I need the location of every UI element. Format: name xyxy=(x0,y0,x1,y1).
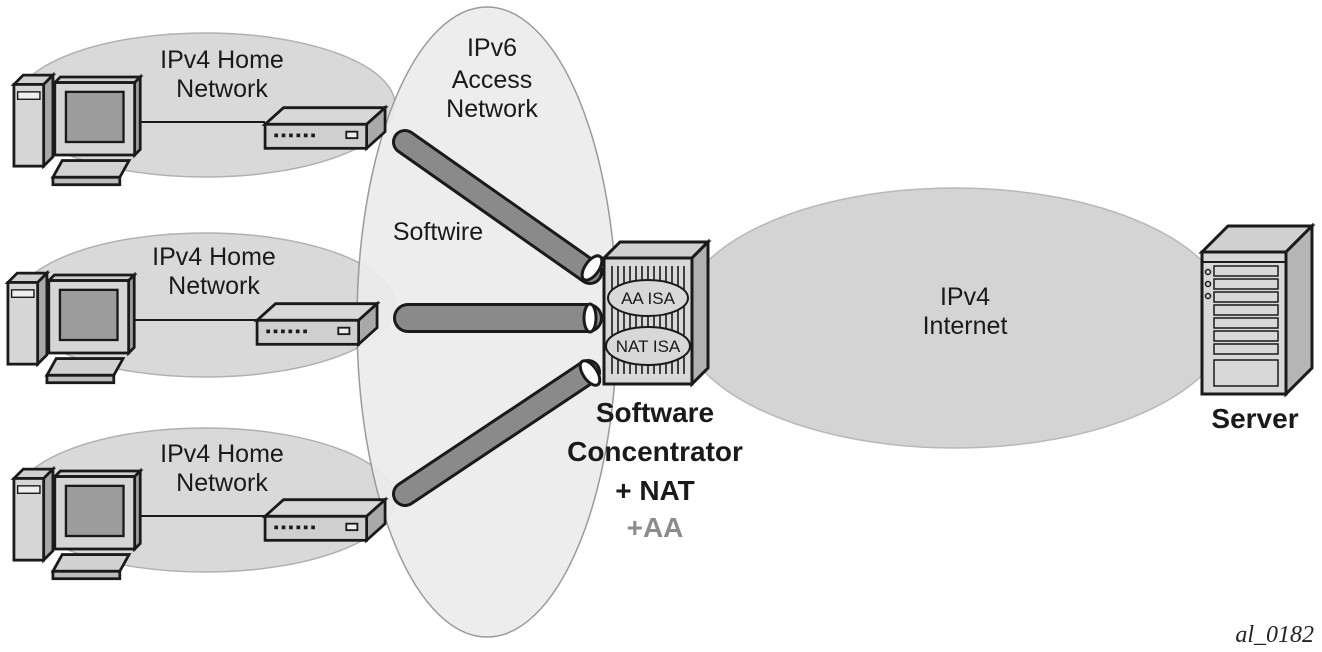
access-network-label: IPv6 xyxy=(467,34,517,62)
softwire-label: Softwire xyxy=(393,218,483,246)
internet-label-line2: Internet xyxy=(923,312,1008,340)
home-gateway-icon xyxy=(263,106,387,150)
aa-isa-label: AA ISA xyxy=(621,289,676,308)
concentrator-label-line2: Concentrator xyxy=(567,436,743,467)
home-network-label-3-line2: Network xyxy=(176,469,268,497)
home-network-label-2-line2: Network xyxy=(168,272,260,300)
home-gateway-icon xyxy=(263,498,387,542)
nat-isa-module xyxy=(605,326,691,366)
concentrator-label-line1: Software xyxy=(596,397,714,428)
concentrator-label-aa: +AA xyxy=(627,512,684,543)
home-network-label-1: IPv4 Home xyxy=(160,46,284,74)
pc-icon xyxy=(6,271,136,385)
softwire-tunnel-1 xyxy=(392,129,604,285)
nat-isa-label: NAT ISA xyxy=(616,337,681,356)
server-icon xyxy=(1198,222,1316,398)
server-label: Server xyxy=(1211,403,1298,434)
access-network-label-line3: Network xyxy=(446,95,538,123)
aa-isa-module xyxy=(607,279,689,317)
home-network-label-2: IPv4 Home xyxy=(152,243,276,271)
home-network-label-1-line2: Network xyxy=(176,75,268,103)
internet-label: IPv4 xyxy=(940,283,990,311)
concentrator-label-line3: + NAT xyxy=(615,475,695,506)
home-network-label-3: IPv4 Home xyxy=(160,440,284,468)
home-gateway-icon xyxy=(255,302,379,346)
softwire-tunnel-3 xyxy=(392,359,602,507)
figure-id: al_0182 xyxy=(1235,622,1314,648)
softwire-tunnel-2 xyxy=(393,302,603,334)
access-network-label-line2: Access xyxy=(452,66,533,94)
pc-icon xyxy=(12,73,142,187)
softwire-concentrator-icon xyxy=(600,238,712,388)
pc-icon xyxy=(12,467,142,581)
